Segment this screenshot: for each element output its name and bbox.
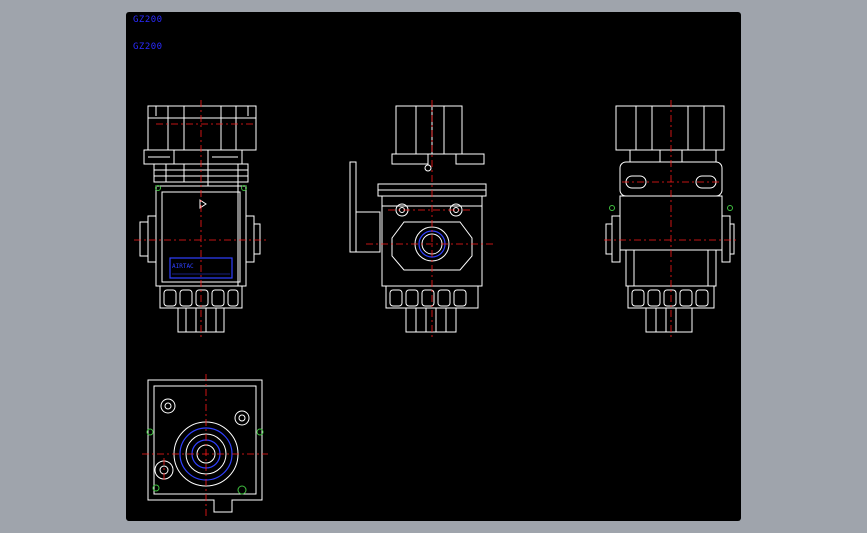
side-view — [349, 100, 496, 338]
drawing-canvas: AIRTAC — [134, 100, 738, 516]
rear-view — [604, 100, 738, 338]
top-view — [142, 374, 268, 516]
front-view: AIRTAC — [134, 100, 266, 338]
nameplate — [169, 257, 233, 279]
drawing-label: GZ200 — [133, 42, 163, 52]
cad-drawing-viewport[interactable]: GZ200 GZ200 — [126, 12, 741, 521]
drawing-label: GZ200 — [133, 15, 163, 25]
nameplate-brand: AIRTAC — [172, 263, 194, 270]
